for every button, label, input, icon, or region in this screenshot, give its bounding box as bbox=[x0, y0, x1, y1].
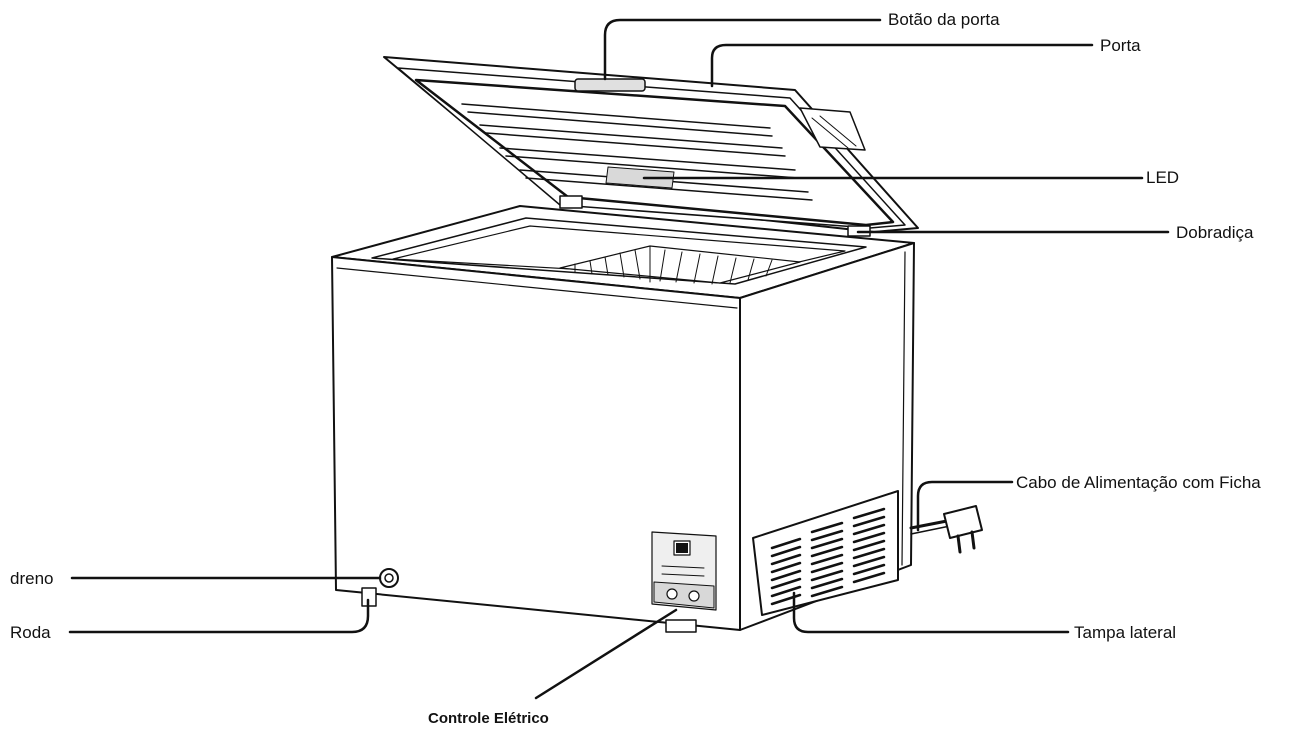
label-dreno: dreno bbox=[10, 569, 54, 588]
label-porta: Porta bbox=[1100, 36, 1141, 55]
label-cabo-de-alimentacao: Cabo de Alimentação com Ficha bbox=[1016, 473, 1261, 492]
power-cable bbox=[909, 505, 983, 554]
led-strip bbox=[605, 166, 675, 189]
label-tampa-lateral: Tampa lateral bbox=[1074, 623, 1177, 642]
lid bbox=[383, 56, 919, 237]
side-vent-cover bbox=[752, 490, 899, 616]
label-dobradica: Dobradiça bbox=[1176, 223, 1254, 242]
callout-lines bbox=[68, 18, 1170, 700]
cabinet bbox=[331, 205, 915, 633]
label-controle-eletrico: Controle Elétrico bbox=[428, 710, 549, 727]
label-botao-da-porta: Botão da porta bbox=[888, 10, 1000, 29]
label-roda: Roda bbox=[10, 623, 51, 642]
label-led: LED bbox=[1146, 168, 1180, 187]
door-button bbox=[574, 78, 646, 92]
control-panel bbox=[651, 531, 717, 611]
